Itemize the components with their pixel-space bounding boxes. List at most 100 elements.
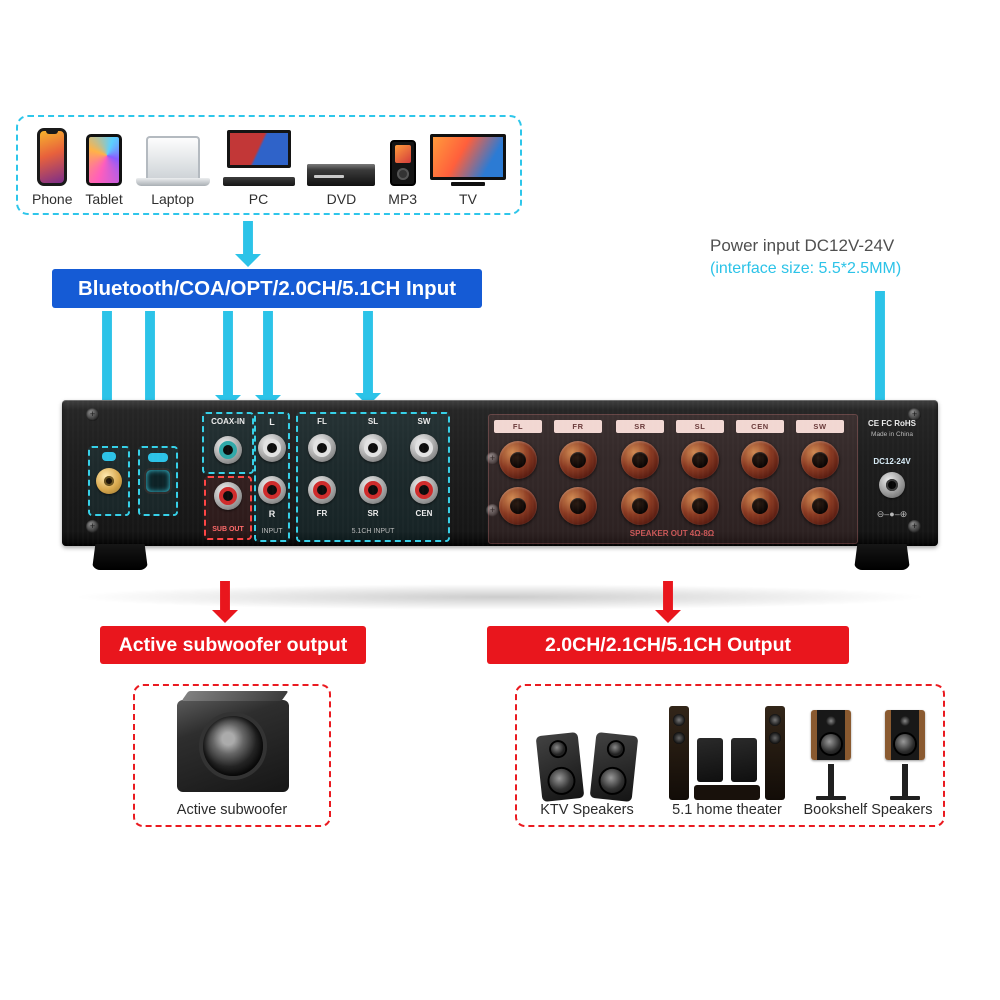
arrow-to-coax-port-icon (215, 311, 241, 408)
screw-icon (486, 452, 499, 465)
tv-icon (429, 134, 506, 186)
ktv-speaker-icon (589, 731, 639, 803)
screw-icon (86, 408, 99, 421)
polarity-icon: ⊖–●–⊕ (876, 509, 908, 519)
fr-input-jack (308, 476, 336, 504)
binding-post (499, 487, 537, 525)
binding-post (621, 487, 659, 525)
input-banner-label: Bluetooth/COA/OPT/2.0CH/5.1CH Input (77, 276, 457, 300)
sr-label: SR (367, 509, 379, 518)
panel-reflection (70, 584, 930, 610)
binding-post (801, 487, 839, 525)
subwoofer-output-banner-label: Active subwoofer output (118, 633, 348, 656)
binding-post (741, 441, 779, 479)
pc-icon (222, 130, 295, 186)
bookshelf-speakers-caption: Bookshelf Speakers (803, 802, 933, 818)
speaker-output-banner: 2.0CH/2.1CH/5.1CH Output (487, 626, 849, 664)
speaker-output-banner-label: 2.0CH/2.1CH/5.1CH Output (545, 633, 791, 656)
input-section-label: INPUT (261, 528, 283, 535)
home-theater-group: 5.1 home theater (657, 702, 797, 818)
tower-speaker-icon (669, 706, 689, 800)
ktv-speakers-caption: KTV Speakers (540, 802, 634, 818)
dc-input-label: DC12-24V (873, 457, 911, 466)
surround-speaker-icon (731, 738, 757, 782)
device-pc: PC (222, 130, 295, 207)
speakers-box: KTV Speakers 5.1 home theater Bookshelf … (515, 684, 945, 827)
subwoofer-cone-icon (203, 716, 263, 776)
speaker-col-label: FL (494, 420, 542, 433)
input-banner: Bluetooth/COA/OPT/2.0CH/5.1CH Input (52, 269, 482, 308)
cen-label: CEN (415, 509, 433, 518)
ktv-speakers-group: KTV Speakers (531, 706, 643, 818)
screw-icon (486, 504, 499, 517)
speaker-col-label: SR (616, 420, 664, 433)
coax-label: COAX-IN (211, 417, 245, 426)
mp3-player-icon (389, 140, 416, 186)
sw-input-jack (410, 434, 438, 462)
device-laptop: Laptop (135, 136, 210, 207)
bookshelf-speakers-image (795, 706, 941, 802)
speaker-stand-icon (816, 764, 846, 800)
device-label: MP3 (388, 191, 418, 207)
binding-post (499, 441, 537, 479)
device-label: Tablet (85, 191, 123, 207)
surround-speaker-icon (697, 738, 723, 782)
51ch-section-label: 5.1CH INPUT (351, 528, 395, 535)
sl-label: SL (367, 417, 379, 426)
device-label: DVD (326, 191, 357, 207)
speaker-output-zone (488, 414, 858, 544)
binding-post (681, 487, 719, 525)
dc-power-jack (879, 472, 905, 498)
bookshelf-speaker-icon (811, 710, 851, 760)
device-tablet: Tablet (85, 134, 123, 207)
binding-post (801, 441, 839, 479)
sw-label: SW (417, 417, 431, 426)
tower-speaker-icon (765, 706, 785, 800)
ktv-speakers-image (531, 706, 643, 803)
power-input-subtitle: (interface size: 5.5*2.5MM) (710, 260, 902, 277)
screw-icon (908, 520, 921, 533)
arrow-to-stereo-input-icon (255, 311, 281, 408)
arrow-devices-to-input-icon (235, 221, 261, 267)
subwoofer-image (177, 700, 289, 792)
optical-toslink-port (146, 470, 170, 492)
ktv-speaker-icon (535, 731, 585, 803)
device-dvd: DVD (307, 164, 376, 207)
sl-input-jack (359, 434, 387, 462)
device-label: Phone (32, 191, 73, 207)
tablet-icon (86, 134, 123, 186)
bookshelf-speakers-group: Bookshelf Speakers (795, 706, 941, 818)
cen-input-jack (410, 476, 438, 504)
certification-logos: CE FC RoHS (868, 419, 916, 428)
amplifier-rear-panel: COAX-IN SUB OUT L R INPUT FL SL SW FR SR… (62, 400, 938, 546)
device-tv: TV (429, 134, 506, 207)
arrow-to-51-input-icon (355, 311, 381, 406)
speaker-col-label: SL (676, 420, 724, 433)
sub-out-jack (214, 482, 242, 510)
bluetooth-antenna-connector (96, 468, 122, 494)
sub-out-label: SUB OUT (212, 526, 244, 533)
source-devices-box: Phone Tablet Laptop PC DVD MP3 TV (16, 115, 522, 215)
optical-indicator-icon (148, 453, 168, 462)
right-input-jack (258, 476, 286, 504)
home-theater-image (657, 702, 797, 802)
speaker-col-label: SW (796, 420, 844, 433)
laptop-icon (135, 136, 210, 186)
sr-input-jack (359, 476, 387, 504)
home-theater-caption: 5.1 home theater (672, 802, 782, 818)
coax-in-jack (214, 436, 242, 464)
speaker-col-label: CEN (736, 420, 784, 433)
left-input-jack (258, 434, 286, 462)
binding-post (621, 441, 659, 479)
screw-icon (908, 408, 921, 421)
device-label: Laptop (151, 191, 195, 207)
speaker-stand-icon (890, 764, 920, 800)
made-in-label: Made in China (871, 431, 913, 438)
center-speaker-icon (694, 785, 760, 800)
subwoofer-caption: Active subwoofer (176, 802, 288, 818)
device-label: PC (248, 191, 269, 207)
right-channel-label: R (268, 509, 276, 519)
bookshelf-speaker-icon (885, 710, 925, 760)
power-input-title: Power input DC12V-24V (710, 236, 895, 255)
binding-post (741, 487, 779, 525)
